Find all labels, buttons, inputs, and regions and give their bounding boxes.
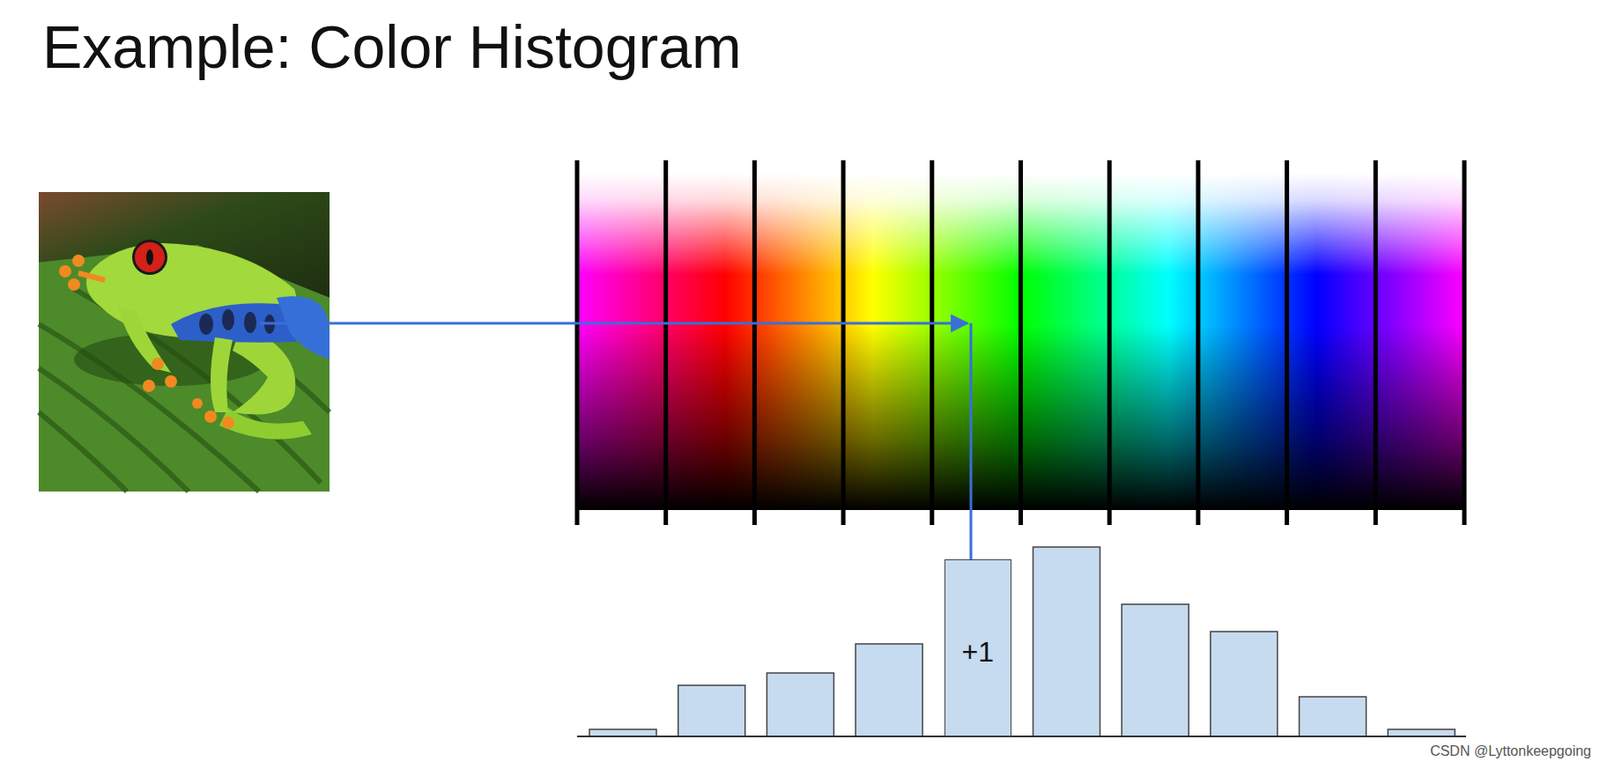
bin-divider [1284, 160, 1289, 526]
bin-divider [1018, 160, 1023, 526]
histogram-bar [1387, 729, 1455, 737]
pixel-arrow [259, 323, 971, 619]
bin-divider [1462, 160, 1467, 526]
histogram-bar [766, 673, 834, 737]
bin-divider [841, 160, 846, 526]
histogram-bar [1033, 547, 1101, 737]
histogram-bar: +1 [944, 559, 1012, 737]
bin-divider [1107, 160, 1112, 526]
bin-divider [1195, 160, 1200, 526]
bin-divider [1373, 160, 1378, 526]
histogram-bar [678, 685, 746, 737]
histogram-bar [855, 644, 923, 737]
bin-divider [752, 160, 757, 526]
color-spectrum [575, 160, 1467, 526]
bin-increment: +1 [945, 636, 1011, 669]
bin-divider [929, 160, 934, 526]
title: Example: Color Histogram [42, 12, 742, 82]
histogram-axis [577, 735, 1467, 738]
histogram-bar [1210, 631, 1278, 737]
histogram-bar [1299, 696, 1367, 737]
histogram-bars [589, 547, 1455, 737]
histogram-bar [1121, 604, 1189, 737]
bin-divider [575, 160, 580, 526]
histogram-bar [589, 729, 657, 737]
watermark: CSDN @Lyttonkeepgoing [1429, 743, 1592, 760]
frog-photo [38, 192, 330, 492]
bin-divider [663, 160, 668, 526]
